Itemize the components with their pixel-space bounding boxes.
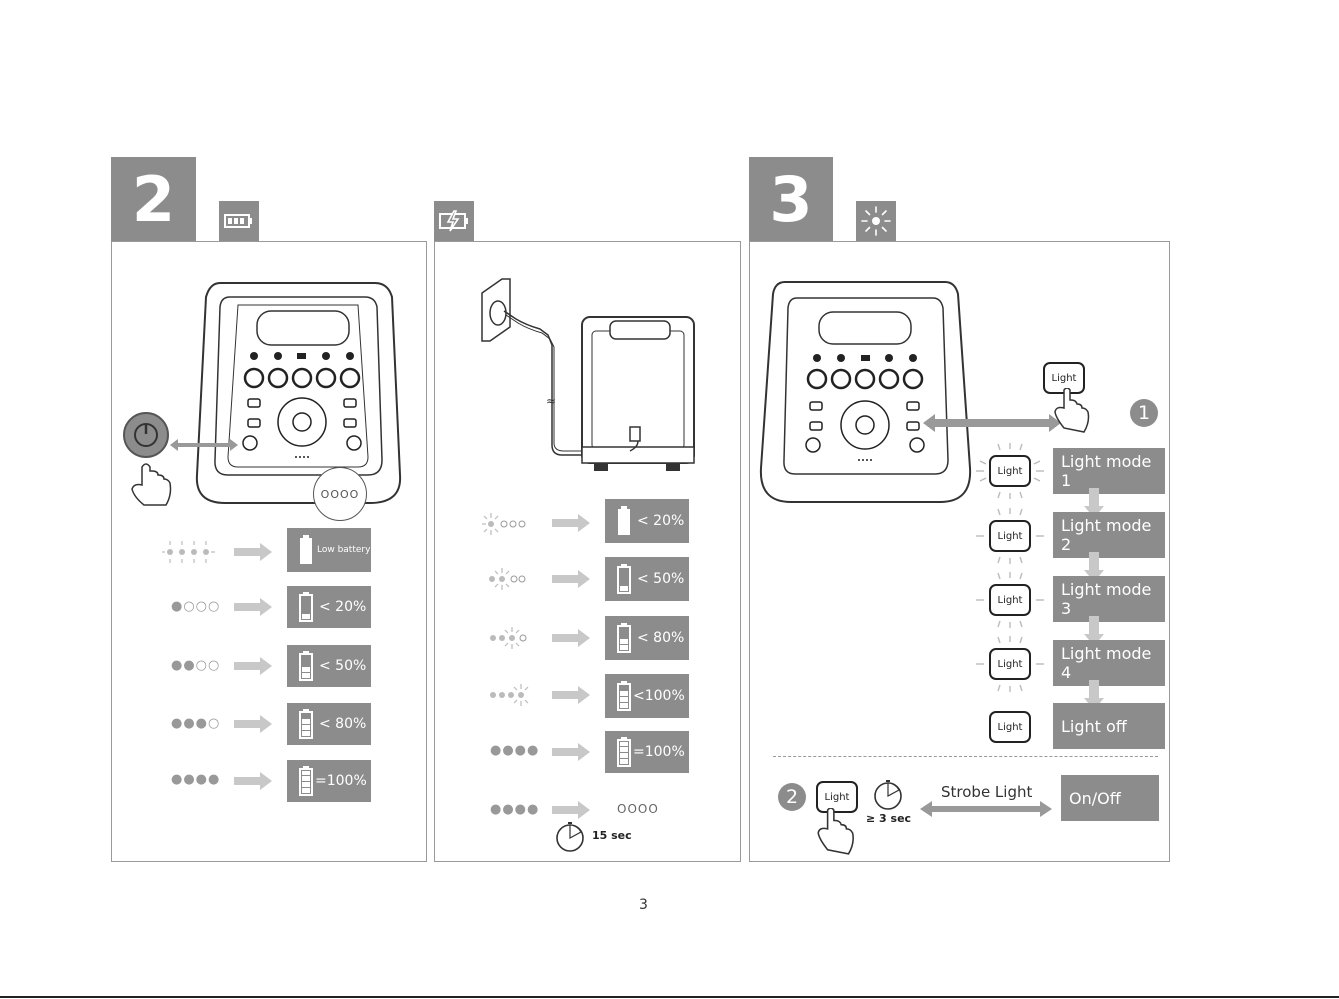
arrow-right-icon [234,543,274,561]
battery-level-label: < 20% [319,599,366,615]
light-tab [856,201,896,241]
led-flash-third-icon [488,625,530,651]
arrow-right-icon [234,657,274,675]
timer-icon [554,821,586,853]
charge-level-box: =100% [605,731,689,773]
light-button-mode-2[interactable]: Light [989,520,1031,552]
hold-time-label: ≥ 3 sec [866,812,911,825]
charge-level-label: < 50% [637,571,684,587]
light-off-box: Light off [1053,703,1165,749]
battery-icon [219,201,259,241]
led-off-dots: OOOO [617,802,659,816]
battery-level-box: =100% [287,760,371,802]
power-button-callout [120,405,250,510]
page-bottom-rule [0,996,1339,998]
step-1-marker: 1 [1130,399,1158,427]
hand-press-icon [1052,388,1094,434]
step-number-2: 2 [111,157,196,241]
double-arrow-icon [923,414,1061,432]
battery-level-box: < 50% [287,645,371,687]
light-mode-4-box: Light mode 4 [1053,640,1165,686]
strobe-light-label: Strobe Light [941,783,1032,801]
svg-text:≈: ≈ [546,394,556,408]
battery-level-box: < 80% [287,703,371,745]
charging-icon [434,201,474,241]
arrow-right-icon [552,514,592,532]
step-number-3: 3 [749,157,833,241]
led-flash-fourth-icon [488,682,534,708]
led-callout-bubble: OOOO [313,467,367,521]
light-mode-2-box: Light mode 2 [1053,512,1165,558]
hand-press-icon [815,808,859,856]
battery-50-icon [297,650,319,682]
charging-illustration: ≈ [470,275,710,490]
led-flashing-all-icon [160,538,220,566]
charge-level-label: <100% [633,688,685,704]
led-dots-3: ●●●○ [171,716,220,731]
speaker-front-illustration [755,278,985,508]
arrow-right-icon [552,801,592,819]
charge-level-label: < 20% [637,513,684,529]
led-flash-first-icon [480,511,530,537]
battery-level-label: < 50% [319,658,366,674]
light-button-mode-1[interactable]: Light [989,455,1031,487]
battery-50-icon [615,622,637,654]
charge-level-box: < 80% [605,616,689,660]
led-dots-1: ●○○○ [171,599,220,614]
arrow-right-icon [552,629,592,647]
light-mode-1-box: Light mode 1 [1053,448,1165,494]
battery-level-label: =100% [315,773,367,789]
led-callout-dots: OOOO [321,488,360,501]
page-number: 3 [639,897,648,913]
battery-level-box: < 20% [287,586,371,628]
arrow-right-icon [234,772,274,790]
section-divider [773,756,1158,757]
arrow-right-icon [234,715,274,733]
timer-label: 15 sec [592,829,632,842]
step-2-marker: 2 [778,783,806,811]
battery-level-label: < 80% [319,716,366,732]
battery-20-icon [297,591,319,623]
led-flash-second-icon [484,566,530,592]
light-mode-3-box: Light mode 3 [1053,576,1165,622]
battery-80-icon [297,708,319,740]
strobe-on-off-box: On/Off [1061,775,1159,821]
battery-empty-icon [615,505,637,537]
charge-level-label: < 80% [637,630,684,646]
light-button-mode-3[interactable]: Light [989,584,1031,616]
charge-level-box: < 50% [605,557,689,601]
arrow-right-icon [552,570,592,588]
arrow-right-icon [552,686,592,704]
led-dots-full-2: ●●●● [490,802,539,817]
arrow-right-icon [234,598,274,616]
light-button-mode-4[interactable]: Light [989,648,1031,680]
battery-empty-icon [297,534,319,566]
arrow-right-icon [552,743,592,761]
led-dots-4: ●●●● [171,772,220,787]
battery-20-icon [615,563,637,595]
led-dots-2: ●●○○ [171,658,220,673]
battery-tab [219,201,259,241]
battery-level-box: Low battery [287,528,371,572]
charge-level-label: =100% [633,744,685,760]
timer-icon [872,779,904,811]
double-arrow-icon [920,801,1052,817]
charging-tab [434,201,474,241]
light-button-off[interactable]: Light [989,711,1031,743]
charge-level-box: <100% [605,674,689,718]
light-burst-icon [856,201,896,241]
battery-level-label: Low battery [317,545,370,555]
led-dots-full: ●●●● [490,743,539,758]
charge-level-box: < 20% [605,499,689,543]
